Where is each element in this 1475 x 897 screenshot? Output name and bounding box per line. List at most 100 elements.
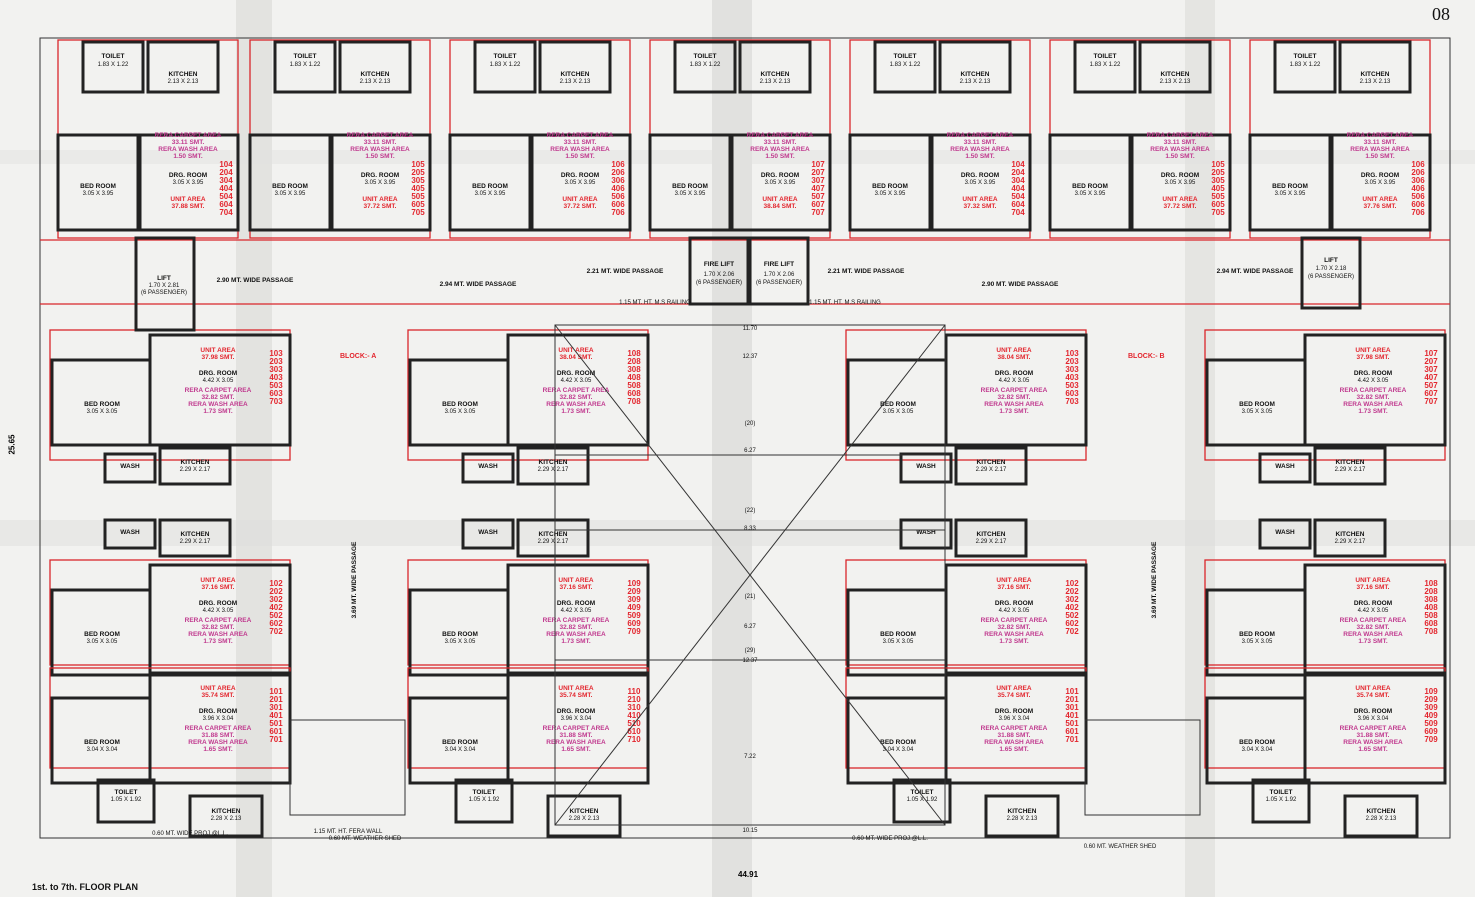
- kitchen-size: 2.28 X 2.13: [1007, 816, 1038, 822]
- rera-carpet-label: RERA CARPET AREA: [185, 617, 252, 624]
- flat-number: 204: [219, 168, 233, 177]
- rera-wash-value: 1.73 SMT.: [203, 408, 232, 415]
- drawing-room: [506, 333, 650, 447]
- drg-room-label: DRG. ROOM: [557, 600, 595, 607]
- unit-area-label: UNIT AREA: [996, 347, 1031, 354]
- rera-wash-value: 1.65 SMT.: [203, 746, 232, 753]
- bedroom-label: BED ROOM: [442, 631, 478, 638]
- unit-area-label: UNIT AREA: [1355, 685, 1390, 692]
- toilet-size: 1.83 X 1.22: [98, 62, 129, 68]
- rera-carpet-value: 33.11 SMT.: [564, 139, 597, 146]
- bedroom-size: 3.05 X 3.05: [445, 639, 476, 645]
- flat-number: 707: [811, 208, 825, 217]
- unit-area-label: UNIT AREA: [996, 685, 1031, 692]
- unit-area-value: 35.74 SMT.: [560, 692, 593, 699]
- rera-wash-label: RERA WASH AREA: [984, 631, 1044, 638]
- unit-area-label: UNIT AREA: [362, 196, 397, 203]
- flat-number: 609: [627, 619, 641, 628]
- kitchen-room: [954, 518, 1028, 558]
- flat-number: 507: [811, 192, 825, 201]
- toilet-room: [892, 778, 952, 824]
- rera-carpet-label: RERA CARPET AREA: [1147, 132, 1214, 139]
- bedroom-size: 3.04 X 3.04: [883, 747, 914, 753]
- kitchen-label: KITCHEN: [961, 71, 990, 78]
- rera-carpet-value: 32.82 SMT.: [998, 394, 1031, 401]
- flat-number: 702: [269, 627, 283, 636]
- kitchen-size: 2.29 X 2.17: [976, 539, 1007, 545]
- weather-shed-label: 0.60 MT. WEATHER SHED: [329, 836, 402, 842]
- bedroom-label: BED ROOM: [872, 183, 908, 190]
- rera-wash-value: 1.50 SMT.: [365, 153, 394, 160]
- toilet-label: TOILET: [894, 53, 917, 60]
- rera-wash-value: 1.50 SMT.: [1165, 153, 1194, 160]
- drawing-room: [148, 333, 292, 447]
- flat-number: 503: [1065, 381, 1079, 390]
- drg-room-label: DRG. ROOM: [995, 708, 1033, 715]
- rera-carpet-label: RERA CARPET AREA: [155, 132, 222, 139]
- flat-number: 704: [1011, 208, 1025, 217]
- flat-number: 203: [1065, 357, 1079, 366]
- kitchen-room: [1138, 40, 1212, 94]
- staircases: [289, 719, 1201, 816]
- flat-number: 705: [1211, 208, 1225, 217]
- toilet-room: [96, 778, 156, 824]
- rera-wash-label: RERA WASH AREA: [188, 739, 248, 746]
- court-dimension: 6.27: [744, 448, 756, 454]
- flat-number: 704: [219, 208, 233, 217]
- flat-number: 302: [269, 595, 283, 604]
- flat-number: 602: [1065, 619, 1079, 628]
- bedroom-size: 3.05 X 3.95: [1075, 191, 1106, 197]
- lift-size: 1.70 X 2.81: [149, 283, 180, 289]
- drg-room-label: DRG. ROOM: [1354, 708, 1392, 715]
- flat-number: 409: [1424, 711, 1438, 720]
- bedroom-label: BED ROOM: [880, 739, 916, 746]
- kitchen-label: KITCHEN: [977, 531, 1006, 538]
- rera-wash-label: RERA WASH AREA: [984, 401, 1044, 408]
- drg-room-label: DRG. ROOM: [557, 708, 595, 715]
- flat-number: 508: [1424, 611, 1438, 620]
- bedroom-size: 3.05 X 3.95: [83, 191, 114, 197]
- flat-number: 408: [1424, 603, 1438, 612]
- drawing-room: [1303, 671, 1447, 785]
- unit-area-value: 37.72 SMT.: [564, 203, 597, 210]
- flat-number: 605: [1211, 200, 1225, 209]
- flat-number: 404: [1011, 184, 1025, 193]
- rera-carpet-label: RERA CARPET AREA: [1347, 132, 1414, 139]
- toilet-size: 1.05 X 1.92: [111, 797, 142, 803]
- flat-number: 402: [1065, 603, 1079, 612]
- flat-number: 708: [1424, 627, 1438, 636]
- kitchen-label: KITCHEN: [539, 459, 568, 466]
- kitchen-size: 2.28 X 2.13: [569, 816, 600, 822]
- bedroom: [448, 133, 532, 232]
- wash-room: [103, 518, 157, 550]
- flat-number: 505: [1211, 192, 1225, 201]
- rera-carpet-label: RERA CARPET AREA: [981, 725, 1048, 732]
- flat-number: 302: [1065, 595, 1079, 604]
- bedroom-size: 3.05 X 3.05: [445, 409, 476, 415]
- flat-number: 209: [627, 587, 641, 596]
- bedroom-label: BED ROOM: [1272, 183, 1308, 190]
- bedroom-label: BED ROOM: [472, 183, 508, 190]
- rera-wash-value: 1.65 SMT.: [1358, 746, 1387, 753]
- flat-number: 209: [1424, 695, 1438, 704]
- flat-number: 108: [627, 349, 641, 358]
- bedroom-size: 3.05 X 3.95: [1275, 191, 1306, 197]
- toilet-label: TOILET: [1294, 53, 1317, 60]
- flat-number: 603: [1065, 389, 1079, 398]
- wash-label: WASH: [478, 529, 498, 536]
- kitchen-label: KITCHEN: [1336, 459, 1365, 466]
- flat-number: 605: [411, 200, 425, 209]
- unit-area-label: UNIT AREA: [200, 685, 235, 692]
- rera-carpet-label: RERA CARPET AREA: [1340, 725, 1407, 732]
- fera-wall-label: 1.15 MT. HT. FERA WALL: [314, 829, 383, 835]
- flat-number: 104: [219, 160, 233, 169]
- rera-wash-label: RERA WASH AREA: [546, 401, 606, 408]
- rera-carpet-value: 32.82 SMT.: [202, 394, 235, 401]
- unit-area-label: UNIT AREA: [558, 685, 593, 692]
- drg-room-size: 3.96 X 3.04: [999, 716, 1030, 722]
- toilet-room: [81, 40, 145, 94]
- bedroom-label: BED ROOM: [1072, 183, 1108, 190]
- flat-number: 104: [1011, 160, 1025, 169]
- flat-number: 404: [219, 184, 233, 193]
